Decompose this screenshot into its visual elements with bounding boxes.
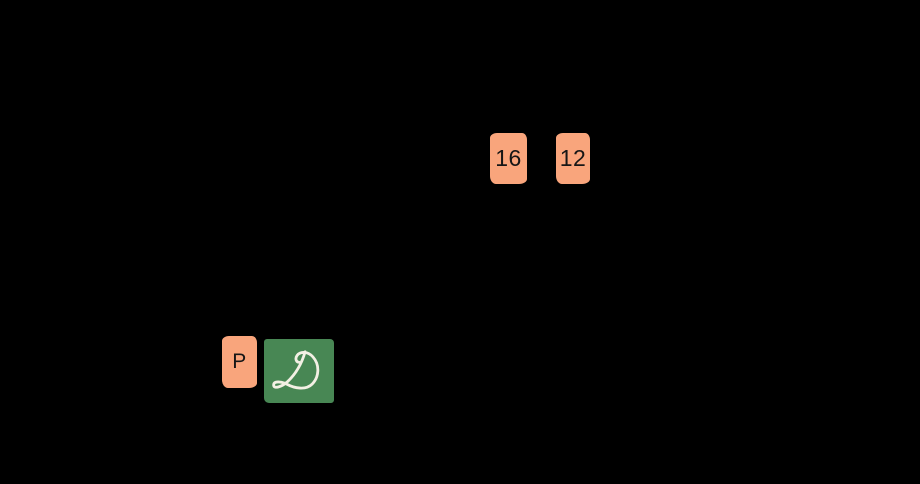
number-box-12[interactable]: 12 [556,133,590,184]
letter-box-p-label: P [232,350,247,373]
d-monogram-logo-tile[interactable] [264,339,334,403]
number-box-16[interactable]: 16 [490,133,527,184]
number-box-16-label: 16 [495,145,522,171]
letter-box-p[interactable]: P [222,336,257,388]
script-d-monogram-icon [268,343,330,399]
number-box-12-label: 12 [559,145,587,171]
